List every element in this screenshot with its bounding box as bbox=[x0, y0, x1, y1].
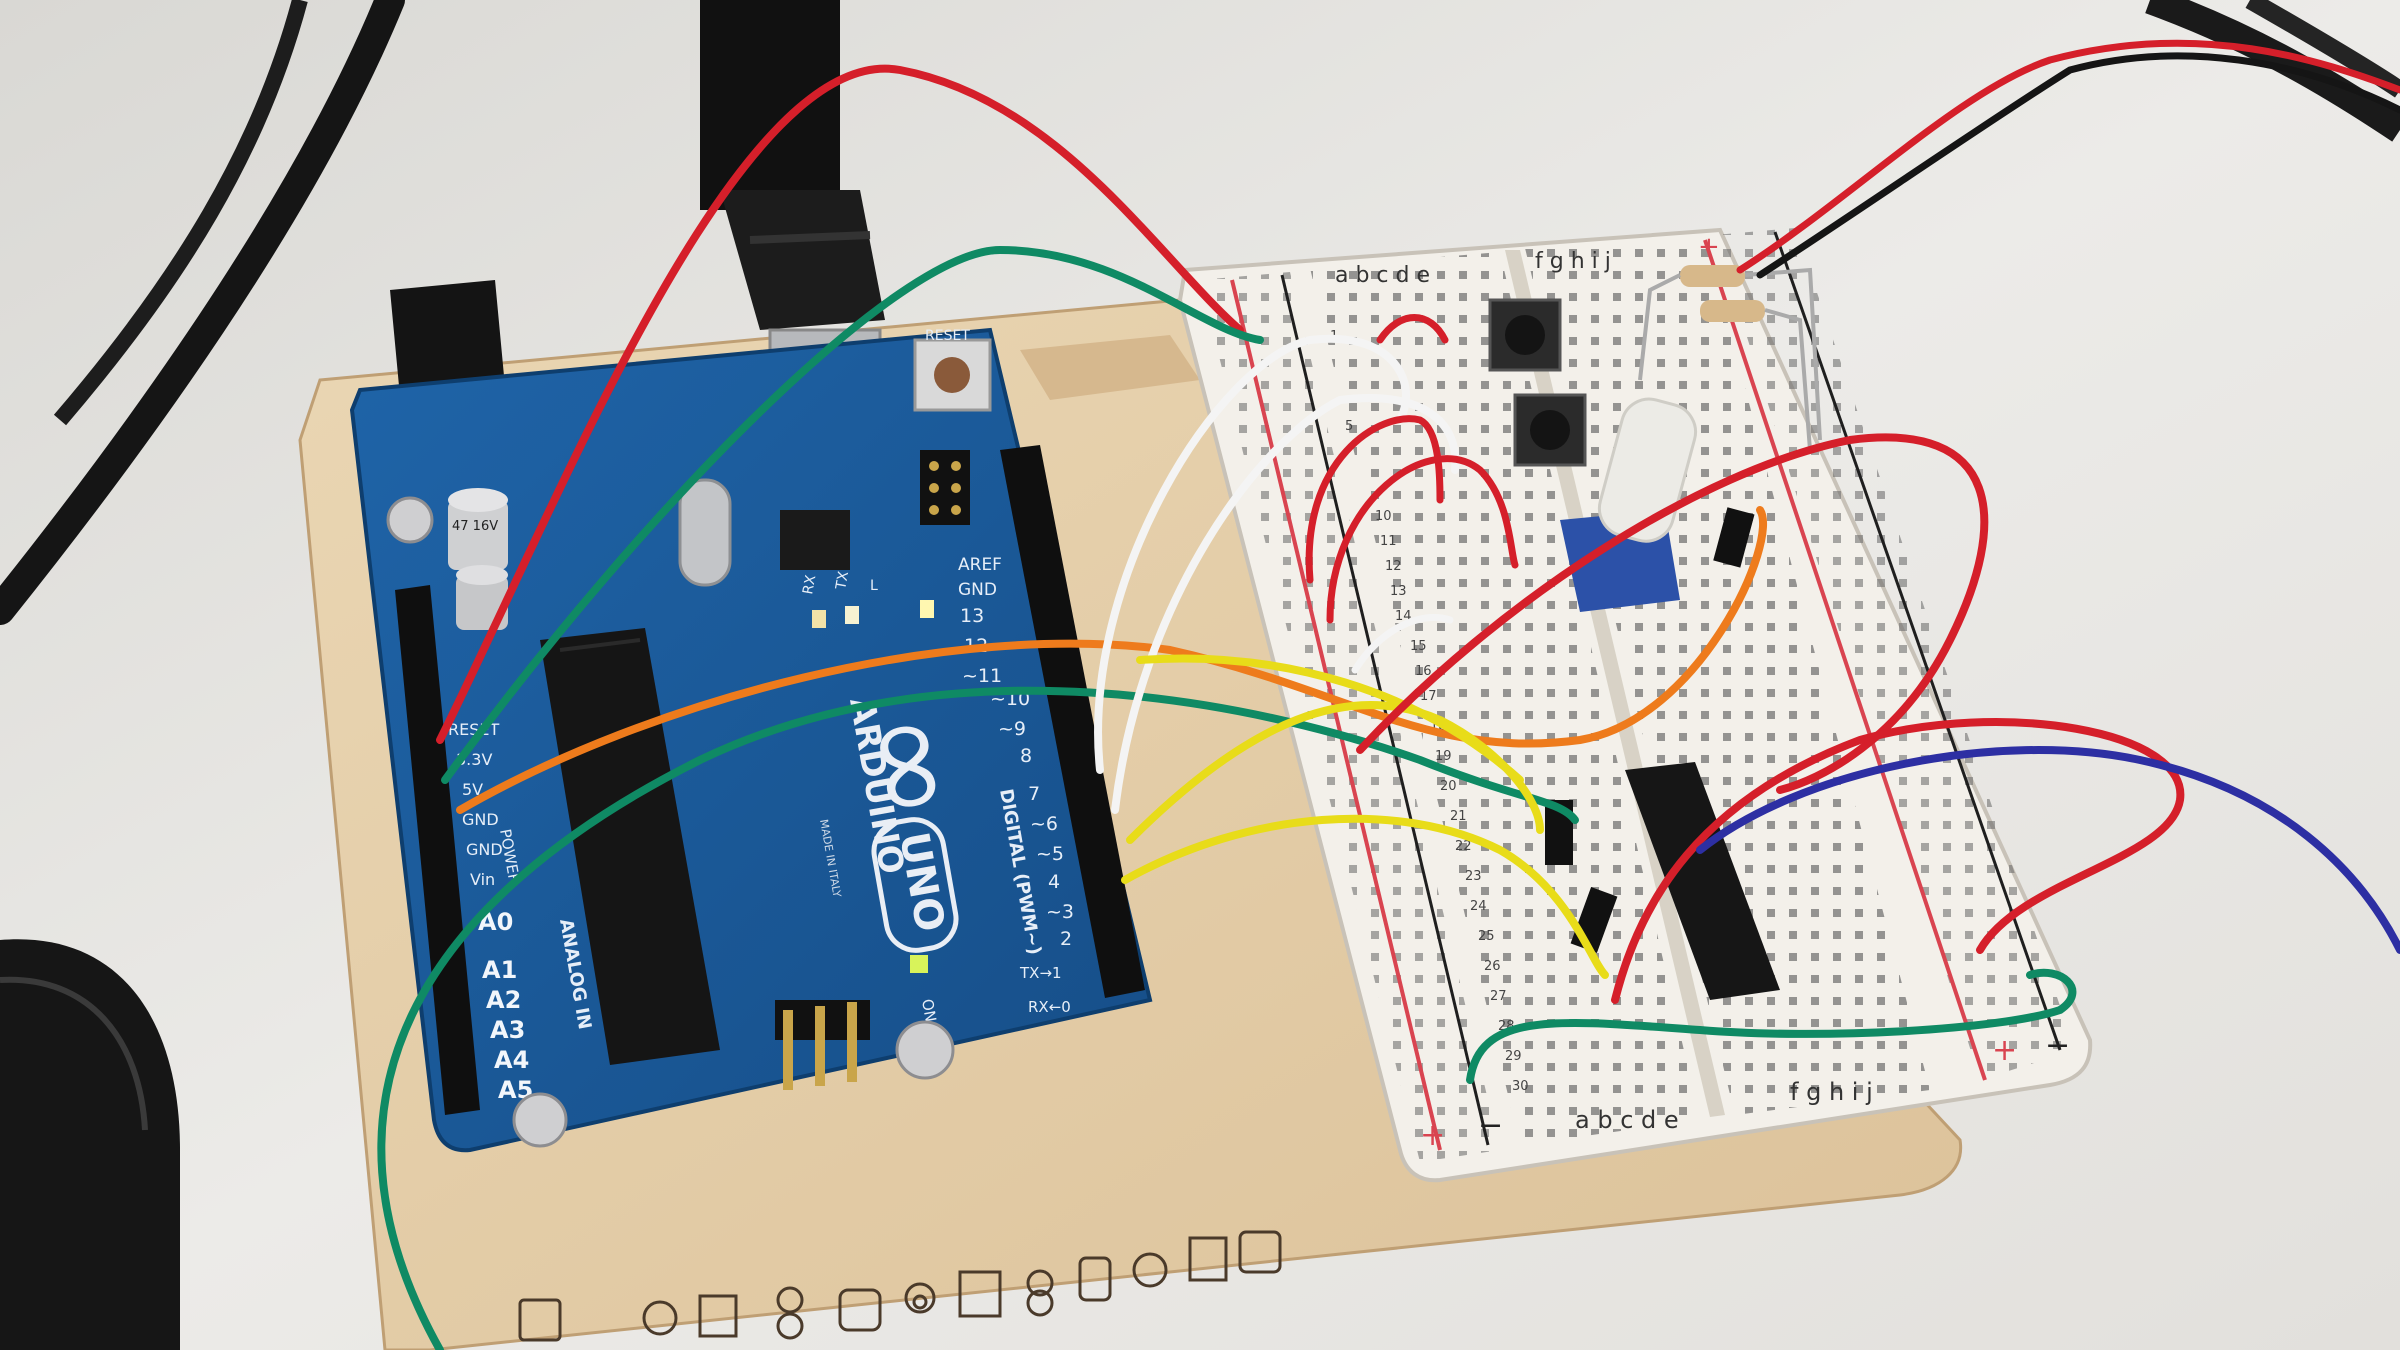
pin-label: ~11 bbox=[962, 665, 1002, 687]
push-button bbox=[1513, 393, 1587, 467]
row-number: 29 bbox=[1505, 1049, 1522, 1064]
push-button bbox=[1488, 298, 1562, 372]
analog-pin-label: A2 bbox=[486, 986, 521, 1014]
gnd-label: GND bbox=[958, 580, 997, 600]
row-number: 19 bbox=[1435, 749, 1452, 764]
vin-pin-label: Vin bbox=[470, 870, 495, 889]
row-number: 27 bbox=[1490, 989, 1507, 1004]
row-number: 23 bbox=[1465, 869, 1482, 884]
green-wire-long bbox=[377, 686, 1579, 1350]
red-wire-breadboard bbox=[1376, 314, 1449, 344]
gnd-pin-label: GND bbox=[462, 810, 499, 829]
atmega-chip bbox=[540, 628, 720, 1065]
red-wire-chip bbox=[1611, 718, 2185, 1004]
red-wire-breadboard bbox=[1326, 455, 1519, 624]
status-leds bbox=[812, 600, 934, 973]
pin-label: 7 bbox=[1028, 783, 1040, 805]
red-wire-breadboard bbox=[1305, 415, 1444, 584]
row-number: 20 bbox=[1440, 779, 1457, 794]
red-wire-offboard bbox=[1736, 39, 2400, 274]
row-number: 22 bbox=[1455, 839, 1472, 854]
yellow-wire bbox=[1136, 654, 1524, 784]
green-wire bbox=[441, 245, 1264, 784]
row-number: 15 bbox=[1410, 639, 1427, 654]
pin-label: TX→1 bbox=[1019, 964, 1062, 982]
l-label: L bbox=[870, 578, 878, 594]
column-labels-bottom-right: f g h i j bbox=[1790, 1078, 1873, 1106]
header-pins bbox=[775, 1000, 870, 1090]
rail-minus-bottom-left: − bbox=[1478, 1108, 1503, 1143]
pin-label: ~5 bbox=[1036, 843, 1064, 865]
green-wire-bottom bbox=[1466, 968, 2077, 1084]
white-wire bbox=[1094, 334, 1410, 774]
pin-label: 13 bbox=[960, 605, 984, 627]
laser-cut-symbols bbox=[518, 1230, 1282, 1342]
on-label: ON bbox=[918, 998, 940, 1024]
row-number: 11 bbox=[1380, 534, 1397, 549]
column-labels-top-right: f g h i j bbox=[1535, 249, 1611, 274]
analog-pin-labels: A0 A1 A2 A3 A4 A5 bbox=[478, 908, 533, 1104]
row-number: 13 bbox=[1390, 584, 1407, 599]
shift-register-chip bbox=[1625, 762, 1780, 1000]
pin-label: 2 bbox=[1060, 928, 1072, 950]
rail-plus-top: + bbox=[1698, 232, 1720, 262]
orange-wire bbox=[456, 506, 1768, 814]
tx-label: TX bbox=[833, 570, 852, 592]
resistor bbox=[1638, 265, 1822, 451]
row-number: 16 bbox=[1415, 664, 1432, 679]
column-labels-bottom-left: a b c d e bbox=[1575, 1106, 1679, 1134]
pin-label: ~9 bbox=[998, 718, 1026, 740]
row-number: 24 bbox=[1470, 899, 1487, 914]
rx-label: RX bbox=[800, 573, 819, 595]
pin-label: ~6 bbox=[1030, 813, 1058, 835]
reset-button[interactable] bbox=[913, 338, 992, 412]
reset-label: RESET bbox=[925, 328, 970, 344]
digital-pin-labels: 13 12 ~11 ~10 ~9 8 7 ~6 ~5 4 ~3 2 TX→1 R… bbox=[960, 605, 1074, 1016]
rail-minus-bottom-right: − bbox=[2045, 1028, 2070, 1063]
analog-pin-label: A3 bbox=[490, 1016, 525, 1044]
digital-header bbox=[1000, 445, 1145, 998]
crystal-oscillator bbox=[678, 478, 732, 587]
white-wire-short bbox=[1351, 613, 1454, 674]
analog-pin-label: A1 bbox=[482, 956, 517, 984]
row-number: 10 bbox=[1375, 509, 1392, 524]
rail-plus-bottom-right: + bbox=[1992, 1033, 2017, 1068]
row-number: 25 bbox=[1478, 929, 1495, 944]
red-wire-diagonal bbox=[1356, 433, 1989, 794]
pin-label: 8 bbox=[1020, 745, 1032, 767]
column-labels-top-left: a b c d e bbox=[1335, 263, 1430, 288]
pin-label: ~3 bbox=[1046, 901, 1074, 923]
brand-logo-symbol: ∞ bbox=[829, 699, 997, 832]
jumper-wires bbox=[377, 39, 2400, 1350]
red-wire bbox=[436, 64, 1244, 744]
icsp-header bbox=[920, 450, 970, 525]
5v-pin-label: 5V bbox=[462, 780, 483, 799]
pin-label: 4 bbox=[1048, 871, 1060, 893]
power-analog-header bbox=[395, 585, 480, 1115]
gnd-pin-label: GND bbox=[466, 840, 503, 859]
yellow-wire bbox=[1121, 814, 1609, 979]
row-number: 26 bbox=[1484, 959, 1501, 974]
row-number: 21 bbox=[1450, 809, 1467, 824]
usb-chip bbox=[780, 510, 850, 570]
row-number: 5 bbox=[1345, 419, 1353, 434]
analog-pin-label: A4 bbox=[494, 1046, 529, 1074]
aref-label: AREF bbox=[958, 555, 1002, 575]
pin-label: RX←0 bbox=[1028, 998, 1071, 1016]
row-number: 12 bbox=[1385, 559, 1402, 574]
capacitor-label: 47 16V bbox=[452, 519, 498, 534]
blue-wire bbox=[1696, 746, 2400, 954]
computer-mouse bbox=[0, 939, 180, 1350]
row-number: 30 bbox=[1512, 1079, 1529, 1094]
mounting-screws bbox=[386, 496, 955, 1148]
black-wire-offboard bbox=[1756, 52, 2400, 279]
black-cables bbox=[0, 0, 2400, 625]
row-number: 17 bbox=[1420, 689, 1437, 704]
rail-plus-bottom-left: + bbox=[1420, 1118, 1445, 1153]
